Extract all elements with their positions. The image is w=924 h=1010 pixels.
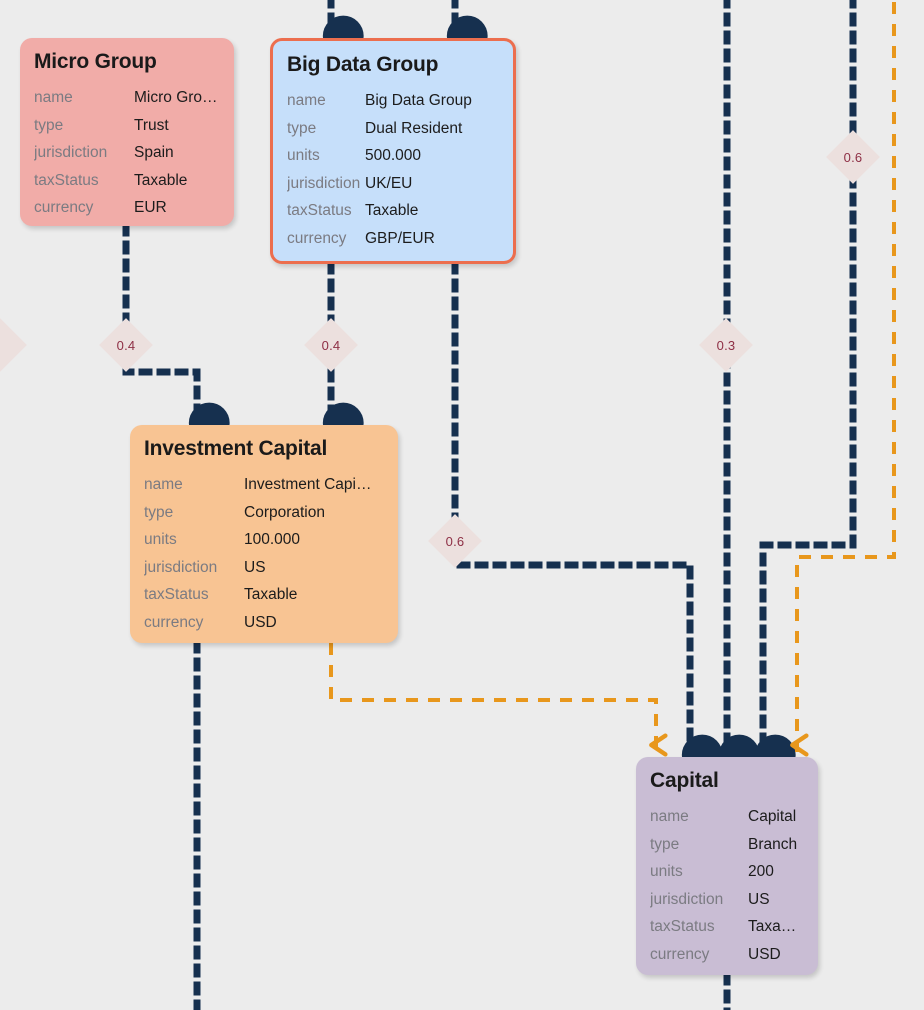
property-value: USD — [244, 613, 277, 631]
property-key: jurisdiction — [34, 144, 108, 161]
property-value: Taxa… — [748, 918, 797, 935]
edge-bigdata-to-capital — [451, 260, 723, 776]
property-key: type — [144, 503, 174, 521]
property-key: taxStatus — [287, 202, 352, 219]
node-property-row: units 500.000 — [287, 142, 499, 170]
property-key: name — [144, 476, 183, 493]
property-key: name — [650, 808, 689, 825]
graph-node-big-data-group[interactable]: Big Data Group name Big Data Group type … — [270, 38, 516, 264]
edge-weight-badge[interactable]: 0.3 — [699, 318, 753, 372]
edge-weight-badge-offscreen[interactable] — [0, 318, 27, 372]
edge-weight-label — [0, 326, 19, 364]
property-key: taxStatus — [650, 918, 715, 935]
edge-weight-badge[interactable]: 0.4 — [304, 318, 358, 372]
node-property-row: name Investment Capi… — [144, 471, 384, 499]
node-property-row: taxStatus Taxable — [287, 197, 499, 225]
edge-weight-label: 0.3 — [716, 337, 736, 353]
node-property-row: jurisdiction Spain — [34, 139, 220, 167]
property-key: jurisdiction — [287, 174, 361, 192]
node-title: Micro Group — [34, 50, 157, 73]
node-properties: name Investment Capi… type Corporation u… — [144, 471, 384, 636]
node-property-row: units 100.000 — [144, 526, 384, 554]
node-property-row: taxStatus Taxable — [144, 581, 384, 609]
edge-weight-badge[interactable]: 0.6 — [826, 130, 880, 184]
edge-far-right-orange-to-capital — [790, 0, 896, 757]
property-value: USD — [748, 945, 781, 963]
graph-node-micro-group[interactable]: Micro Group name Micro Gro… type Trust j… — [20, 38, 234, 226]
node-title: Big Data Group — [287, 53, 439, 76]
property-value: Taxable — [134, 171, 188, 189]
property-value: US — [748, 890, 770, 908]
property-value: Dual Resident — [365, 119, 463, 137]
node-property-row: name Big Data Group — [287, 87, 499, 115]
property-key: currency — [287, 229, 347, 247]
property-value: GBP/EUR — [365, 229, 435, 247]
graph-node-capital[interactable]: Capital name Capital type Branch units 2… — [636, 757, 818, 975]
node-property-row: type Dual Resident — [287, 115, 499, 143]
property-value: UK/EU — [365, 174, 413, 192]
node-property-row: name Micro Gro… — [34, 84, 220, 112]
edge-weight-badge[interactable]: 0.6 — [428, 514, 482, 568]
node-property-row: type Branch — [650, 831, 804, 859]
node-properties: name Micro Gro… type Trust jurisdiction … — [34, 84, 220, 222]
node-property-row: currency USD — [144, 609, 384, 637]
property-key: name — [287, 92, 326, 109]
property-key: taxStatus — [34, 171, 99, 189]
edge-weight-badge[interactable]: 0.4 — [99, 318, 153, 372]
edge-weight-label: 0.6 — [445, 533, 465, 549]
node-property-row: currency EUR — [34, 194, 220, 222]
property-key: currency — [144, 613, 204, 631]
property-value: EUR — [134, 199, 167, 216]
property-value: Trust — [134, 116, 169, 134]
node-property-row: currency GBP/EUR — [287, 225, 499, 253]
edge-weight-label: 0.4 — [321, 337, 341, 353]
graph-node-investment-capital[interactable]: Investment Capital name Investment Capi…… — [130, 425, 398, 643]
node-property-row: jurisdiction US — [650, 886, 804, 914]
node-property-row: taxStatus Taxable — [34, 167, 220, 195]
node-title: Investment Capital — [144, 437, 328, 460]
property-value: Spain — [134, 144, 174, 161]
property-value: 500.000 — [365, 147, 422, 164]
property-key: currency — [34, 199, 94, 216]
node-property-row: units 200 — [650, 858, 804, 886]
property-value: Big Data Group — [365, 92, 472, 109]
node-title: Capital — [650, 769, 719, 792]
property-value: Micro Gro… — [134, 89, 218, 106]
property-key: currency — [650, 945, 710, 963]
property-key: name — [34, 89, 73, 106]
node-property-row: jurisdiction US — [144, 554, 384, 582]
node-properties: name Big Data Group type Dual Resident u… — [287, 87, 499, 252]
node-properties: name Capital type Branch units 200 juris… — [650, 803, 804, 968]
property-value: Capital — [748, 808, 797, 825]
property-value: US — [244, 558, 266, 576]
property-key: units — [650, 863, 683, 880]
property-value: 200 — [748, 863, 774, 880]
property-key: jurisdiction — [650, 890, 724, 908]
node-property-row: name Capital — [650, 803, 804, 831]
node-property-row: type Corporation — [144, 499, 384, 527]
node-property-row: currency USD — [650, 941, 804, 969]
property-value: Branch — [748, 835, 798, 853]
node-property-row: jurisdiction UK/EU — [287, 170, 499, 198]
property-key: jurisdiction — [144, 558, 218, 576]
property-key: type — [650, 835, 680, 853]
node-property-row: taxStatus Taxa… — [650, 913, 804, 941]
property-value: Corporation — [244, 503, 325, 521]
edge-weight-label: 0.6 — [843, 149, 863, 165]
property-key: type — [287, 119, 317, 137]
property-key: taxStatus — [144, 586, 209, 603]
property-value: 100.000 — [244, 531, 301, 548]
property-value: Taxable — [244, 586, 298, 603]
property-value: Investment Capi… — [244, 476, 372, 493]
property-key: units — [144, 531, 177, 548]
edge-investment-to-capital-orange — [329, 643, 668, 757]
edge-far-right-to-capital — [754, 0, 857, 776]
edge-micro-to-investment — [122, 222, 230, 444]
node-property-row: type Trust — [34, 112, 220, 140]
property-key: units — [287, 147, 320, 164]
property-value: Taxable — [365, 202, 419, 219]
property-key: type — [34, 116, 64, 134]
edge-weight-label: 0.4 — [116, 337, 136, 353]
